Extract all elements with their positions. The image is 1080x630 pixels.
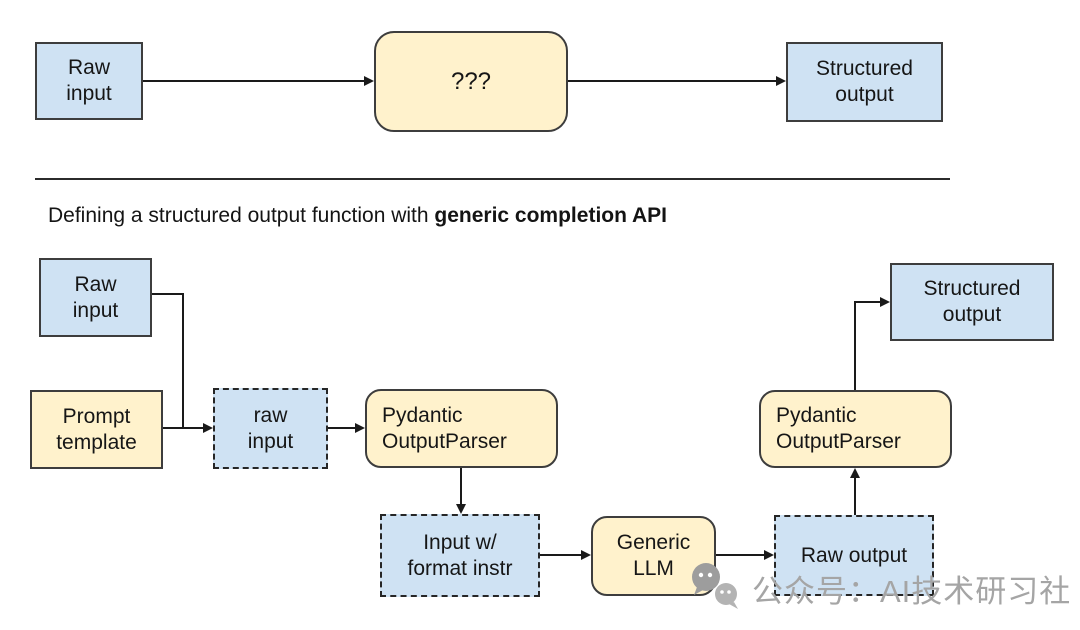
connector-rawoutput-up (854, 477, 856, 515)
arrowhead-right-icon (764, 550, 774, 560)
node-input-with-format: Input w/ format instr (380, 514, 540, 597)
arrowhead-right-icon (355, 423, 365, 433)
watermark: 公众号：AI技术研习社 (690, 562, 1071, 614)
arrowhead-right-icon (880, 297, 890, 307)
node-raw-input-data: raw input (213, 388, 328, 469)
node-raw-input-top: Raw input (35, 42, 143, 120)
connector-parser2-up (854, 301, 856, 390)
connector-raw-to-mystery (143, 80, 367, 82)
arrowhead-right-icon (203, 423, 213, 433)
arrowhead-right-icon (364, 76, 374, 86)
watermark-text: 公众号：AI技术研习社 (752, 573, 1072, 609)
section-title-normal: Defining a structured output function wi… (48, 204, 435, 227)
connector-rawdata-to-parser (328, 427, 356, 429)
connector-parser-down (460, 468, 462, 504)
node-pydantic-parser-left: Pydantic OutputParser (365, 389, 558, 468)
node-prompt-template: Prompt template (30, 390, 163, 469)
connector-parser2-right (854, 301, 882, 303)
arrowhead-up-icon (850, 468, 860, 478)
connector-rawinput-down (182, 293, 184, 429)
node-structured-output-top: Structured output (786, 42, 943, 122)
connector-format-to-llm (540, 554, 582, 556)
connector-rawinput-stub (152, 293, 184, 295)
node-generic-llm: Generic LLM (591, 516, 716, 596)
arrowhead-right-icon (581, 550, 591, 560)
wechat-icon (692, 563, 738, 609)
arrowhead-down-icon (456, 504, 466, 514)
section-title: Defining a structured output function wi… (48, 204, 667, 228)
connector-llm-to-rawoutput (716, 554, 765, 556)
connector-mystery-to-structured (568, 80, 779, 82)
arrowhead-right-icon (776, 76, 786, 86)
connector-prompt-to-rawdata (163, 427, 205, 429)
divider-line (35, 178, 950, 180)
node-mystery: ??? (374, 31, 568, 132)
node-structured-output-bottom: Structured output (890, 263, 1054, 341)
node-raw-output: Raw output (774, 515, 934, 596)
node-raw-input-bottom: Raw input (39, 258, 152, 337)
section-title-bold: generic completion API (434, 204, 667, 227)
node-pydantic-parser-right: Pydantic OutputParser (759, 390, 952, 468)
